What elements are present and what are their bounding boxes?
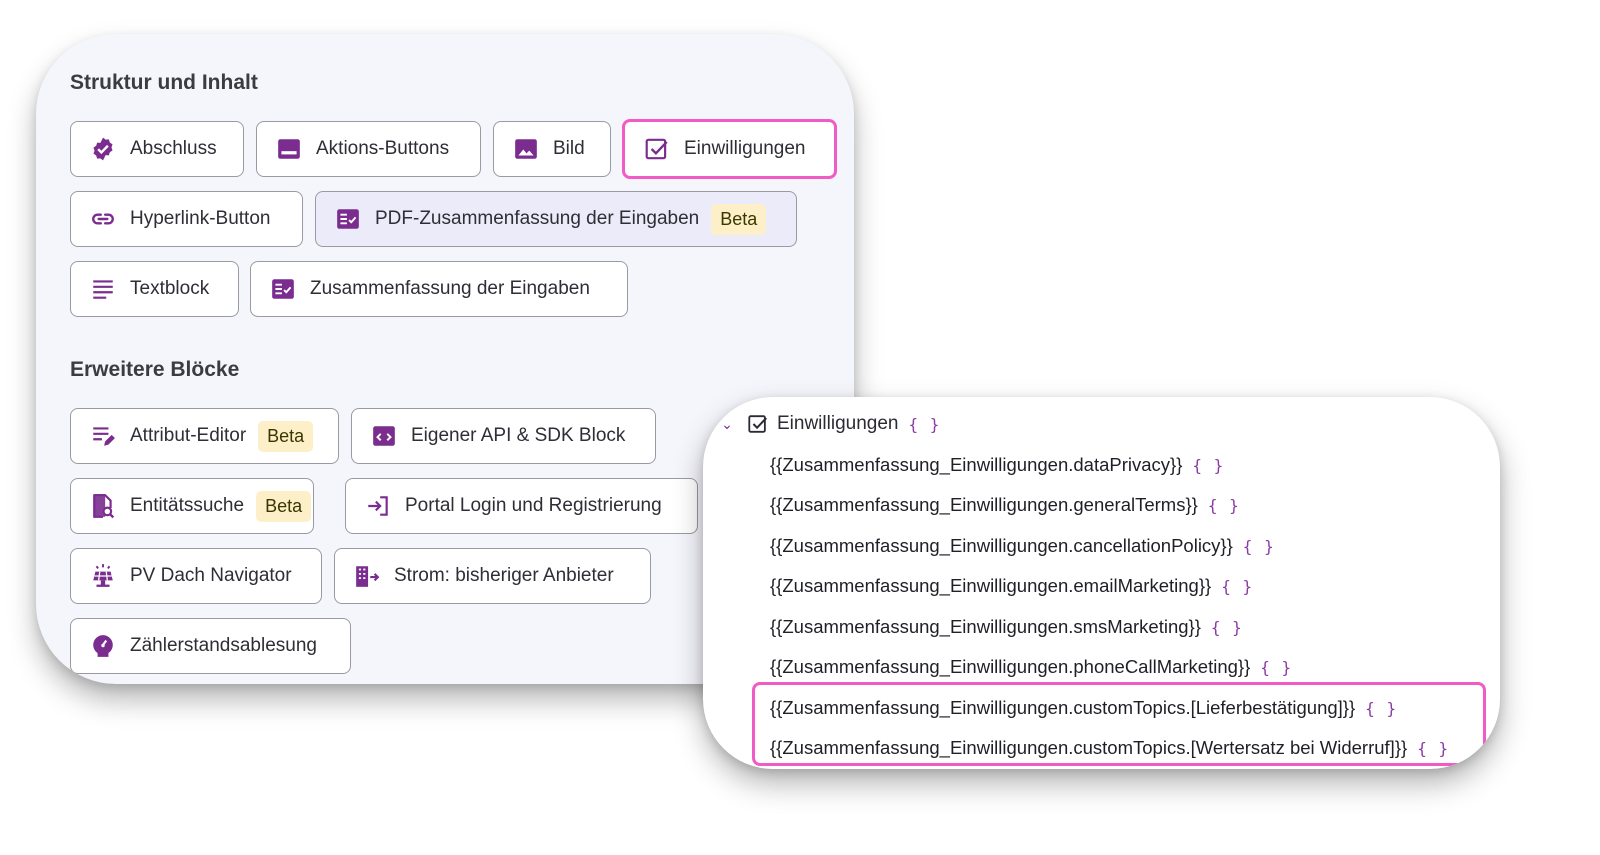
block-entitaetssuche-label: Entitätssuche — [130, 495, 245, 516]
checkbox-icon — [748, 415, 767, 433]
block-textblock-button[interactable]: Textblock — [70, 261, 239, 317]
braces-icon[interactable]: { } — [1207, 495, 1240, 515]
block-pdf-zusammenfassung-button[interactable]: PDF-Zusammenfassung der Eingaben Beta — [315, 191, 797, 247]
solar-panel-icon — [89, 562, 117, 590]
login-icon — [364, 492, 392, 520]
block-attribut-editor-button[interactable]: Attribut-Editor Beta — [70, 408, 339, 464]
block-einwilligungen-button[interactable]: Einwilligungen — [622, 119, 837, 179]
block-zaehlerstand-button[interactable]: Zählerstandsablesung — [70, 618, 351, 674]
block-pv-dach-button[interactable]: PV Dach Navigator — [70, 548, 322, 604]
block-abschluss-button[interactable]: Abschluss — [70, 121, 244, 177]
variable-path: {{Zusammenfassung_Einwilligungen.dataPri… — [770, 454, 1183, 475]
variable-path: {{Zusammenfassung_Einwilligungen.general… — [770, 494, 1198, 515]
checkbox-icon — [643, 135, 671, 163]
braces-icon[interactable]: { } — [1365, 698, 1398, 718]
block-strom-label: Strom: bisheriger Anbieter — [394, 565, 614, 586]
block-einwilligungen-label: Einwilligungen — [684, 138, 806, 159]
beta-badge: Beta — [256, 490, 312, 522]
block-library-panel: Struktur und Inhalt Abschluss Aktions-Bu… — [36, 34, 854, 684]
tree-row[interactable]: {{Zusammenfassung_Einwilligungen.customT… — [770, 732, 1449, 764]
block-aktions-buttons-button[interactable]: Aktions-Buttons — [256, 121, 481, 177]
block-strom-button[interactable]: Strom: bisheriger Anbieter — [334, 548, 651, 604]
block-pdf-zusammenfassung-label: PDF-Zusammenfassung der Eingaben — [375, 208, 700, 229]
block-bild-button[interactable]: Bild — [493, 121, 611, 177]
edit-list-icon — [89, 422, 117, 450]
building-arrow-icon — [353, 562, 381, 590]
braces-icon[interactable]: { } — [908, 414, 941, 434]
braces-icon[interactable]: { } — [1242, 536, 1275, 556]
variable-path: {{Zusammenfassung_Einwilligungen.customT… — [770, 737, 1408, 758]
section-title-extended: Erweitere Blöcke — [70, 358, 240, 381]
section-title-structure: Struktur und Inhalt — [70, 71, 258, 94]
checklist-icon — [334, 205, 362, 233]
document-search-icon — [89, 492, 117, 520]
block-zaehlerstand-label: Zählerstandsablesung — [130, 635, 317, 656]
block-portal-login-label: Portal Login und Registrierung — [405, 495, 662, 516]
tree-row[interactable]: {{Zusammenfassung_Einwilligungen.phoneCa… — [770, 651, 1292, 683]
variable-path: {{Zusammenfassung_Einwilligungen.customT… — [770, 697, 1356, 718]
tree-row[interactable]: {{Zusammenfassung_Einwilligungen.customT… — [770, 692, 1397, 724]
tree-row[interactable]: {{Zusammenfassung_Einwilligungen.general… — [770, 489, 1240, 521]
block-entitaetssuche-button[interactable]: Entitätssuche Beta — [70, 478, 314, 534]
block-eigener-api-label: Eigener API & SDK Block — [411, 425, 626, 446]
tree-row[interactable]: {{Zusammenfassung_Einwilligungen.dataPri… — [770, 449, 1224, 481]
braces-icon[interactable]: { } — [1260, 657, 1293, 677]
block-bild-label: Bild — [553, 138, 585, 159]
braces-icon[interactable]: { } — [1417, 738, 1450, 758]
tree-row[interactable]: {{Zusammenfassung_Einwilligungen.smsMark… — [770, 611, 1243, 643]
block-zusammenfassung-button[interactable]: Zusammenfassung der Eingaben — [250, 261, 628, 317]
block-abschluss-label: Abschluss — [130, 138, 217, 159]
variable-path: {{Zusammenfassung_Einwilligungen.smsMark… — [770, 616, 1201, 637]
button-bar-icon — [275, 135, 303, 163]
chevron-down-icon[interactable]: ⌄ — [721, 415, 733, 432]
block-textblock-label: Textblock — [130, 278, 210, 299]
block-hyperlink-label: Hyperlink-Button — [130, 208, 271, 229]
braces-icon[interactable]: { } — [1221, 576, 1254, 596]
braces-icon[interactable]: { } — [1210, 617, 1243, 637]
text-lines-icon — [89, 275, 117, 303]
block-portal-login-button[interactable]: Portal Login und Registrierung — [345, 478, 698, 534]
block-pv-dach-label: PV Dach Navigator — [130, 565, 292, 586]
verified-badge-icon — [89, 135, 117, 163]
beta-badge: Beta — [258, 420, 314, 452]
block-aktions-buttons-label: Aktions-Buttons — [316, 138, 450, 159]
custom-topics-highlight — [752, 682, 1486, 766]
checklist-icon — [269, 275, 297, 303]
block-eigener-api-button[interactable]: Eigener API & SDK Block — [351, 408, 656, 464]
tree-row[interactable]: {{Zusammenfassung_Einwilligungen.emailMa… — [770, 570, 1253, 602]
variable-path: {{Zusammenfassung_Einwilligungen.phoneCa… — [770, 656, 1251, 677]
link-icon — [89, 205, 117, 233]
variable-path: {{Zusammenfassung_Einwilligungen.emailMa… — [770, 575, 1212, 596]
tree-group-label: Einwilligungen — [777, 413, 899, 434]
code-window-icon — [370, 422, 398, 450]
block-attribut-editor-label: Attribut-Editor — [130, 425, 247, 446]
block-hyperlink-button[interactable]: Hyperlink-Button — [70, 191, 303, 247]
braces-icon[interactable]: { } — [1192, 455, 1225, 475]
tree-row[interactable]: {{Zusammenfassung_Einwilligungen.cancell… — [770, 530, 1275, 562]
variable-path: {{Zusammenfassung_Einwilligungen.cancell… — [770, 535, 1233, 556]
image-icon — [512, 135, 540, 163]
block-zusammenfassung-label: Zusammenfassung der Eingaben — [310, 278, 590, 299]
meter-icon — [89, 632, 117, 660]
variable-tree-panel: ⌄ Einwilligungen { } {{Zusammenfassung_E… — [703, 397, 1500, 769]
tree-group-einwilligungen[interactable]: ⌄ Einwilligungen { } — [717, 407, 940, 441]
beta-badge: Beta — [711, 203, 767, 235]
